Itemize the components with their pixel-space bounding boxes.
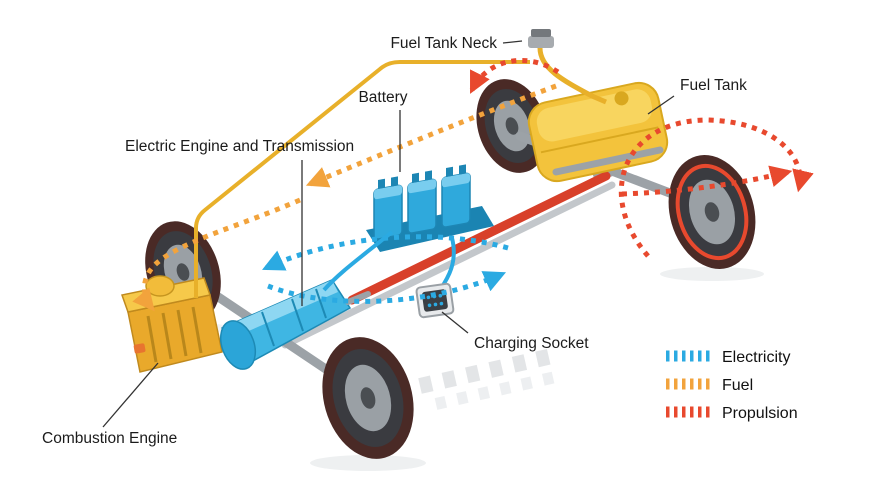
legend: Electricity Fuel Propulsion — [666, 349, 798, 422]
electric-engine-transmission-label: Electric Engine and Transmission — [125, 138, 354, 155]
fuel-tank-neck-callout-line — [502, 40, 523, 44]
callout-lines — [102, 40, 675, 428]
wheel-front-left — [322, 337, 414, 459]
combustion-engine-label: Combustion Engine — [42, 430, 177, 447]
fuel-tank-mount — [552, 146, 664, 176]
combustion-engine — [121, 275, 223, 373]
component-labels: Fuel Tank Neck Battery Fuel Tank Electri… — [42, 35, 747, 447]
legend-item-electricity: Electricity — [666, 349, 790, 366]
battery-label: Battery — [358, 89, 407, 106]
fuel-tank — [527, 81, 669, 183]
charging-socket — [415, 282, 455, 319]
electric-engine-transmission — [219, 279, 371, 370]
fuel-tank-callout-line — [647, 95, 675, 115]
fuel-tank-neck — [528, 29, 607, 105]
legend-label-propulsion: Propulsion — [722, 405, 798, 422]
drive-shaft — [347, 171, 611, 305]
fuel-tank-label: Fuel Tank — [680, 77, 747, 94]
fuel-tank-neck-label: Fuel Tank Neck — [390, 35, 497, 52]
motion-chevrons — [418, 348, 562, 410]
combustion-engine-callout-line — [102, 362, 159, 428]
fuel-line — [194, 60, 530, 298]
wheel-front-right — [668, 155, 756, 269]
charging-socket-callout-line — [441, 311, 469, 334]
charging-socket-label: Charging Socket — [474, 335, 589, 352]
fuel-flow-arrows — [132, 83, 557, 312]
legend-label-electricity: Electricity — [722, 349, 790, 366]
electricity-flow-arrows — [262, 234, 509, 304]
legend-item-propulsion: Propulsion — [666, 405, 798, 422]
legend-label-fuel: Fuel — [722, 377, 753, 394]
legend-item-fuel: Fuel — [666, 377, 753, 394]
battery — [366, 164, 494, 252]
propulsion-flow-arrows — [469, 57, 814, 258]
